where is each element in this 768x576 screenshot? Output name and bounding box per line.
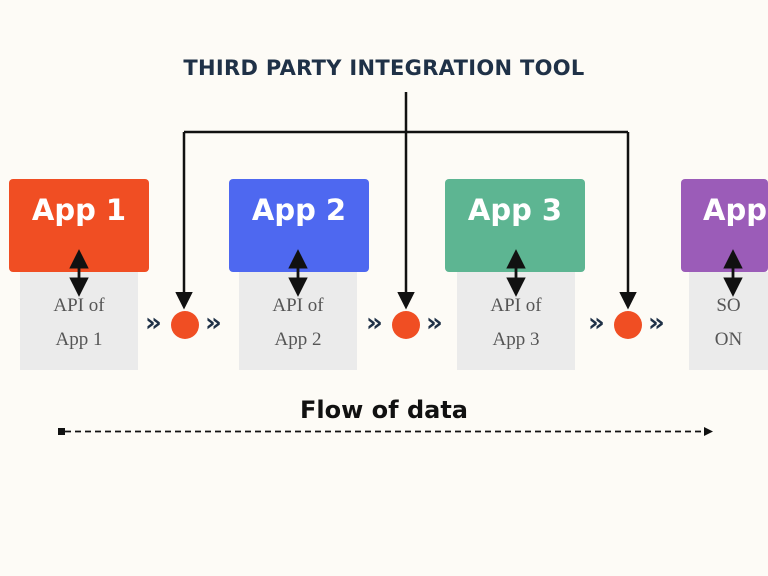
app-2-box: App 2	[229, 179, 369, 272]
api-box-line2: App 1	[55, 329, 103, 350]
integration-node-3	[614, 311, 642, 339]
api-box-line1: SO	[716, 295, 741, 316]
chevron-right-icon: »	[145, 308, 162, 338]
integration-node-1	[171, 311, 199, 339]
api-box-line2: ON	[714, 329, 743, 350]
chevron-right-icon: »	[588, 308, 605, 338]
chevron-right-icon: »	[366, 308, 383, 338]
integration-node-2	[392, 311, 420, 339]
api-box-line2: App 3	[492, 329, 540, 350]
flow-arrowhead-icon	[704, 427, 713, 436]
api-box-app-2: API of App 2	[239, 272, 357, 370]
api-box-line1: API of	[490, 295, 542, 316]
chevron-right-icon: »	[426, 308, 443, 338]
api-box-line1: API of	[272, 295, 324, 316]
chevron-right-icon: »	[648, 308, 665, 338]
diagram-title: THIRD PARTY INTEGRATION TOOL	[183, 56, 585, 80]
api-box-line1: API of	[53, 295, 105, 316]
chevron-right-icon: »	[205, 308, 222, 338]
api-box-line2: App 2	[274, 329, 322, 350]
flow-of-data-label: Flow of data	[300, 396, 468, 424]
flow-start-marker	[58, 428, 65, 435]
